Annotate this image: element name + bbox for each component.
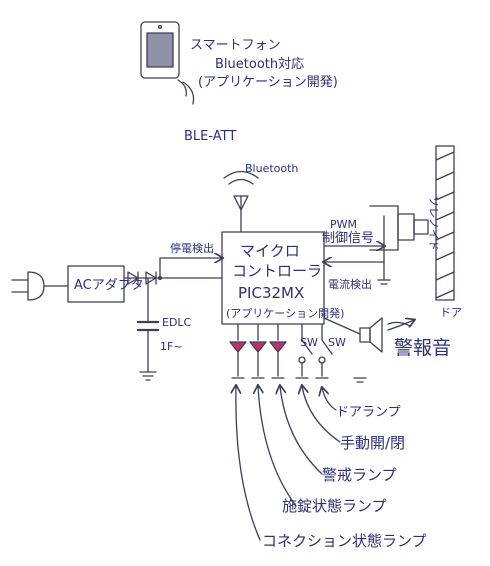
speaker-cone [369, 317, 383, 353]
connection-state-lamp-label: コネクション状態ランプ [262, 532, 427, 550]
door-panel [435, 145, 455, 301]
manual-open-close-label: 手動開/閉 [340, 434, 405, 452]
switch-door-contact [321, 339, 333, 355]
bluetooth-antenna-label: Bluetooth [245, 162, 298, 175]
alarm-sound-label: 警報音 [394, 337, 451, 359]
phone-app-dev-label: (アプリケーション開発) [198, 75, 338, 90]
leader-connection-lamp [236, 386, 261, 541]
antenna-waves [223, 170, 259, 185]
speaker-ground [353, 377, 367, 383]
switch-manual-contact [301, 339, 313, 355]
speaker-magnet [359, 327, 371, 343]
mcu-chip-label: PIC32MX [238, 284, 304, 302]
solenoid-ground [377, 279, 391, 285]
led-row [229, 323, 287, 379]
control-signal-label: 制御信号 [322, 231, 374, 246]
diode-2 [145, 271, 157, 285]
ble-att-label: BLE-ATT [184, 129, 236, 144]
speaker-sound-arrow [387, 320, 414, 331]
leader-alarm-lamp [280, 386, 323, 475]
led-alarm [269, 341, 287, 353]
leader-manual-switch [302, 386, 341, 443]
solenoid-plunger [413, 219, 429, 235]
alarm-lamp-label: 警戒ランプ [322, 466, 397, 484]
leader-door-lamp [322, 388, 337, 411]
door-label: ドア [440, 306, 462, 319]
current-detect-label: 電流検出 [328, 277, 372, 291]
edlc-label: EDLC [162, 316, 192, 329]
ac-adapter-box [67, 265, 125, 303]
mcu-label-line2: コントローラ [232, 262, 322, 280]
diode-1 [127, 271, 139, 285]
edlc-ground [139, 371, 157, 381]
door-hatching [435, 151, 455, 299]
switch-label-2: SW [328, 336, 346, 349]
smartphone [140, 21, 195, 105]
switch-row [295, 323, 333, 379]
speaker-wire [323, 317, 361, 335]
leader-lock-lamp [258, 386, 297, 507]
capacitance-label: 1F~ [160, 340, 183, 353]
smartphone-body [140, 21, 180, 79]
smartphone-label: スマートフォン [190, 38, 281, 53]
mcu-label-line1: マイクロ [240, 242, 300, 260]
solenoid-coil [397, 213, 415, 241]
phone-signal-waves [177, 79, 195, 105]
led-lock-state [249, 341, 267, 353]
door-lamp-label: ドアランプ [336, 405, 401, 420]
pwm-label: PWM [330, 218, 357, 231]
bluetooth-support-label: Bluetooth対応 [215, 57, 304, 72]
lock-state-lamp-label: 施錠状態ランプ [282, 497, 387, 515]
switch-label-1: SW [300, 336, 318, 349]
led-connection [229, 341, 247, 353]
power-plug [11, 271, 45, 301]
smartphone-screen [146, 32, 174, 68]
ac-adapter-label: ACアダプタ [74, 278, 144, 293]
solenoid-label: ソレノイド [427, 196, 440, 251]
mcu-app-dev-label: (アプリケーション開発) [226, 306, 344, 320]
plug-body [27, 271, 45, 301]
bluetooth-antenna [223, 170, 259, 233]
power-detect-label: 停電検出 [170, 241, 214, 255]
smartphone-camera [157, 24, 163, 30]
